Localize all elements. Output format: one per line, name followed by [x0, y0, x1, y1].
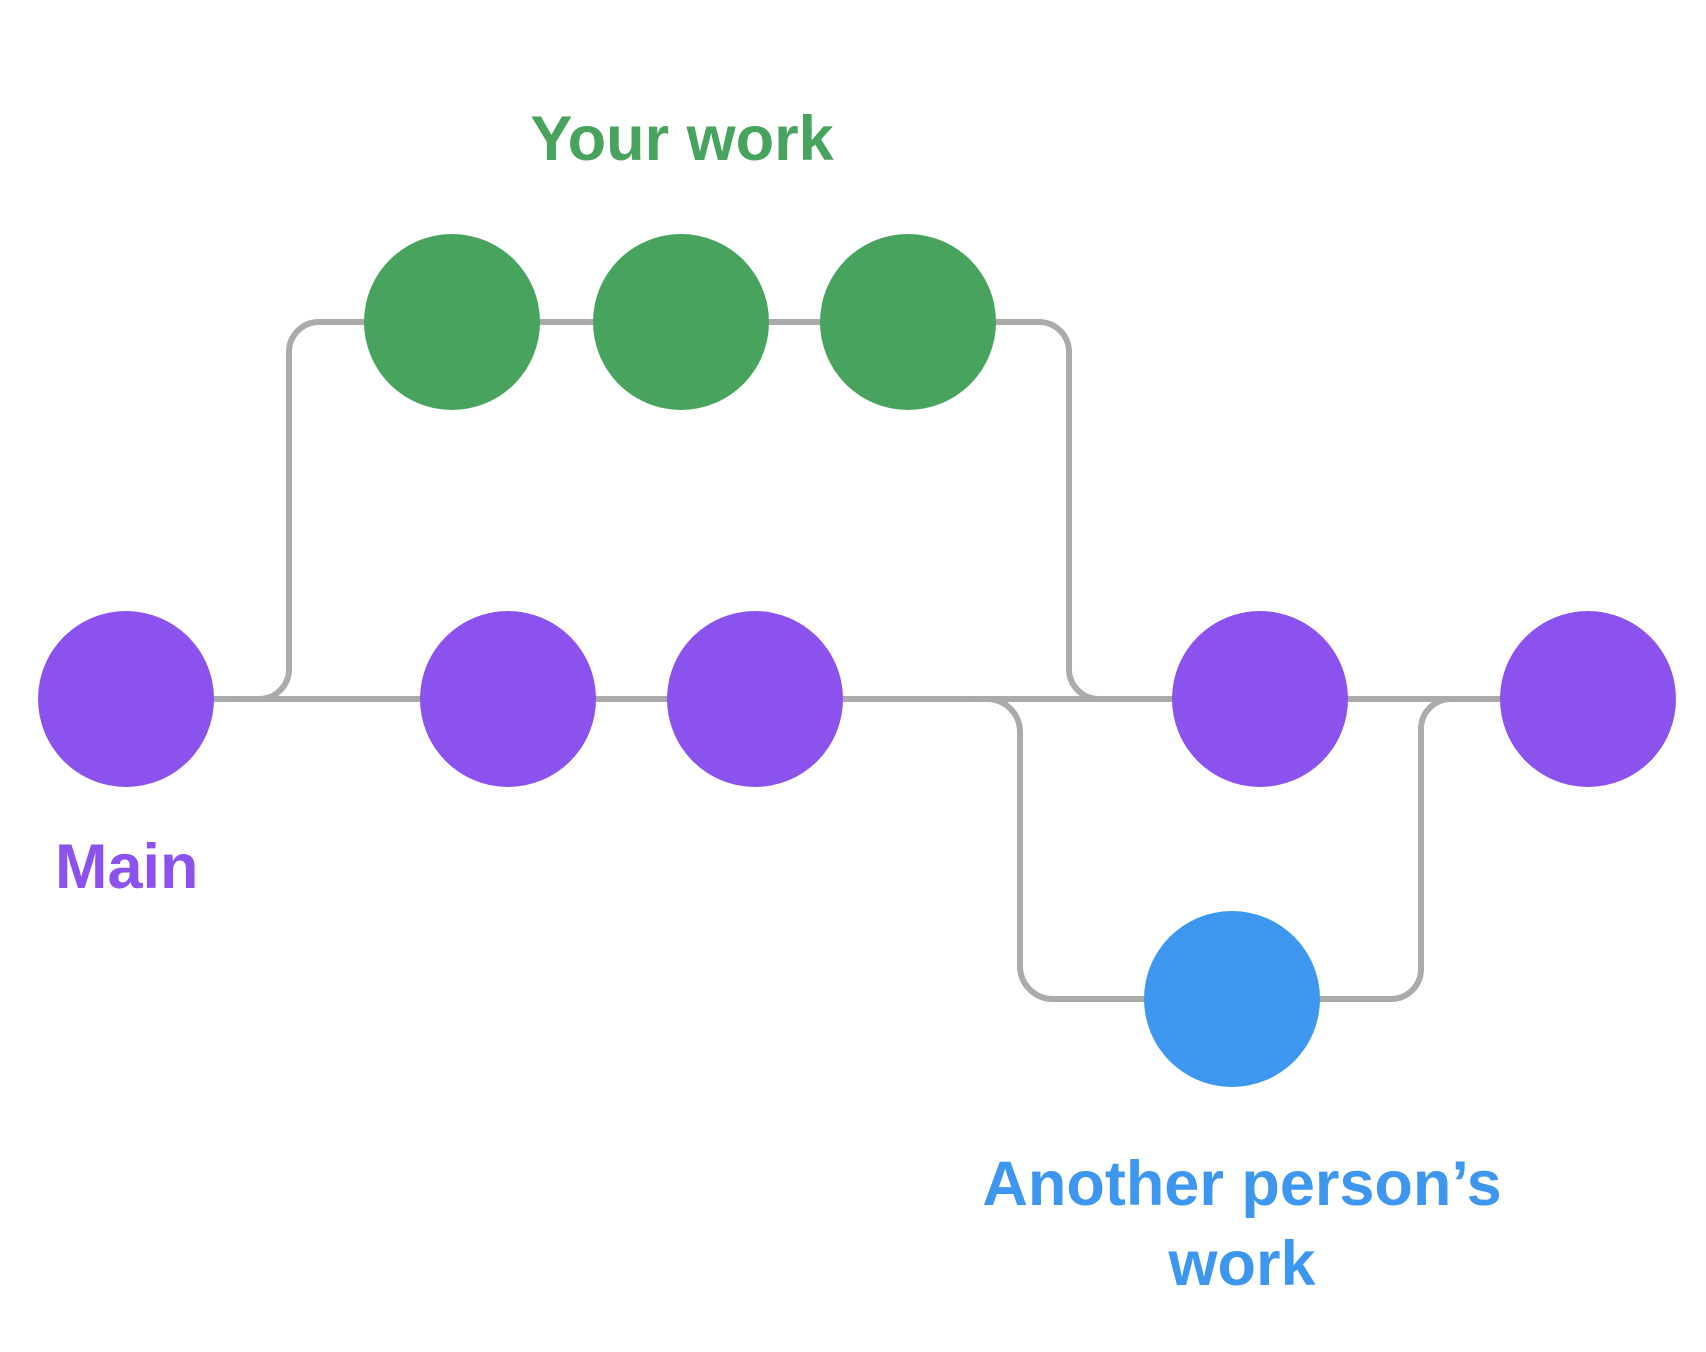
main-commit-2 — [420, 611, 596, 787]
main-commit-4 — [1172, 611, 1348, 787]
another-person-label-line2: work — [1167, 1229, 1316, 1299]
your-work-label: Your work — [530, 104, 834, 174]
your-work-commit-3 — [820, 234, 996, 410]
main-commit-5 — [1500, 611, 1676, 787]
another-person-label-line1: Another person’s — [982, 1149, 1501, 1219]
main-commit-3 — [667, 611, 843, 787]
main-commit-1 — [38, 611, 214, 787]
another-person-commit-1 — [1144, 911, 1320, 1087]
main-branch-label: Main — [55, 832, 199, 902]
your-work-commit-1 — [364, 234, 540, 410]
your-work-commit-2 — [593, 234, 769, 410]
